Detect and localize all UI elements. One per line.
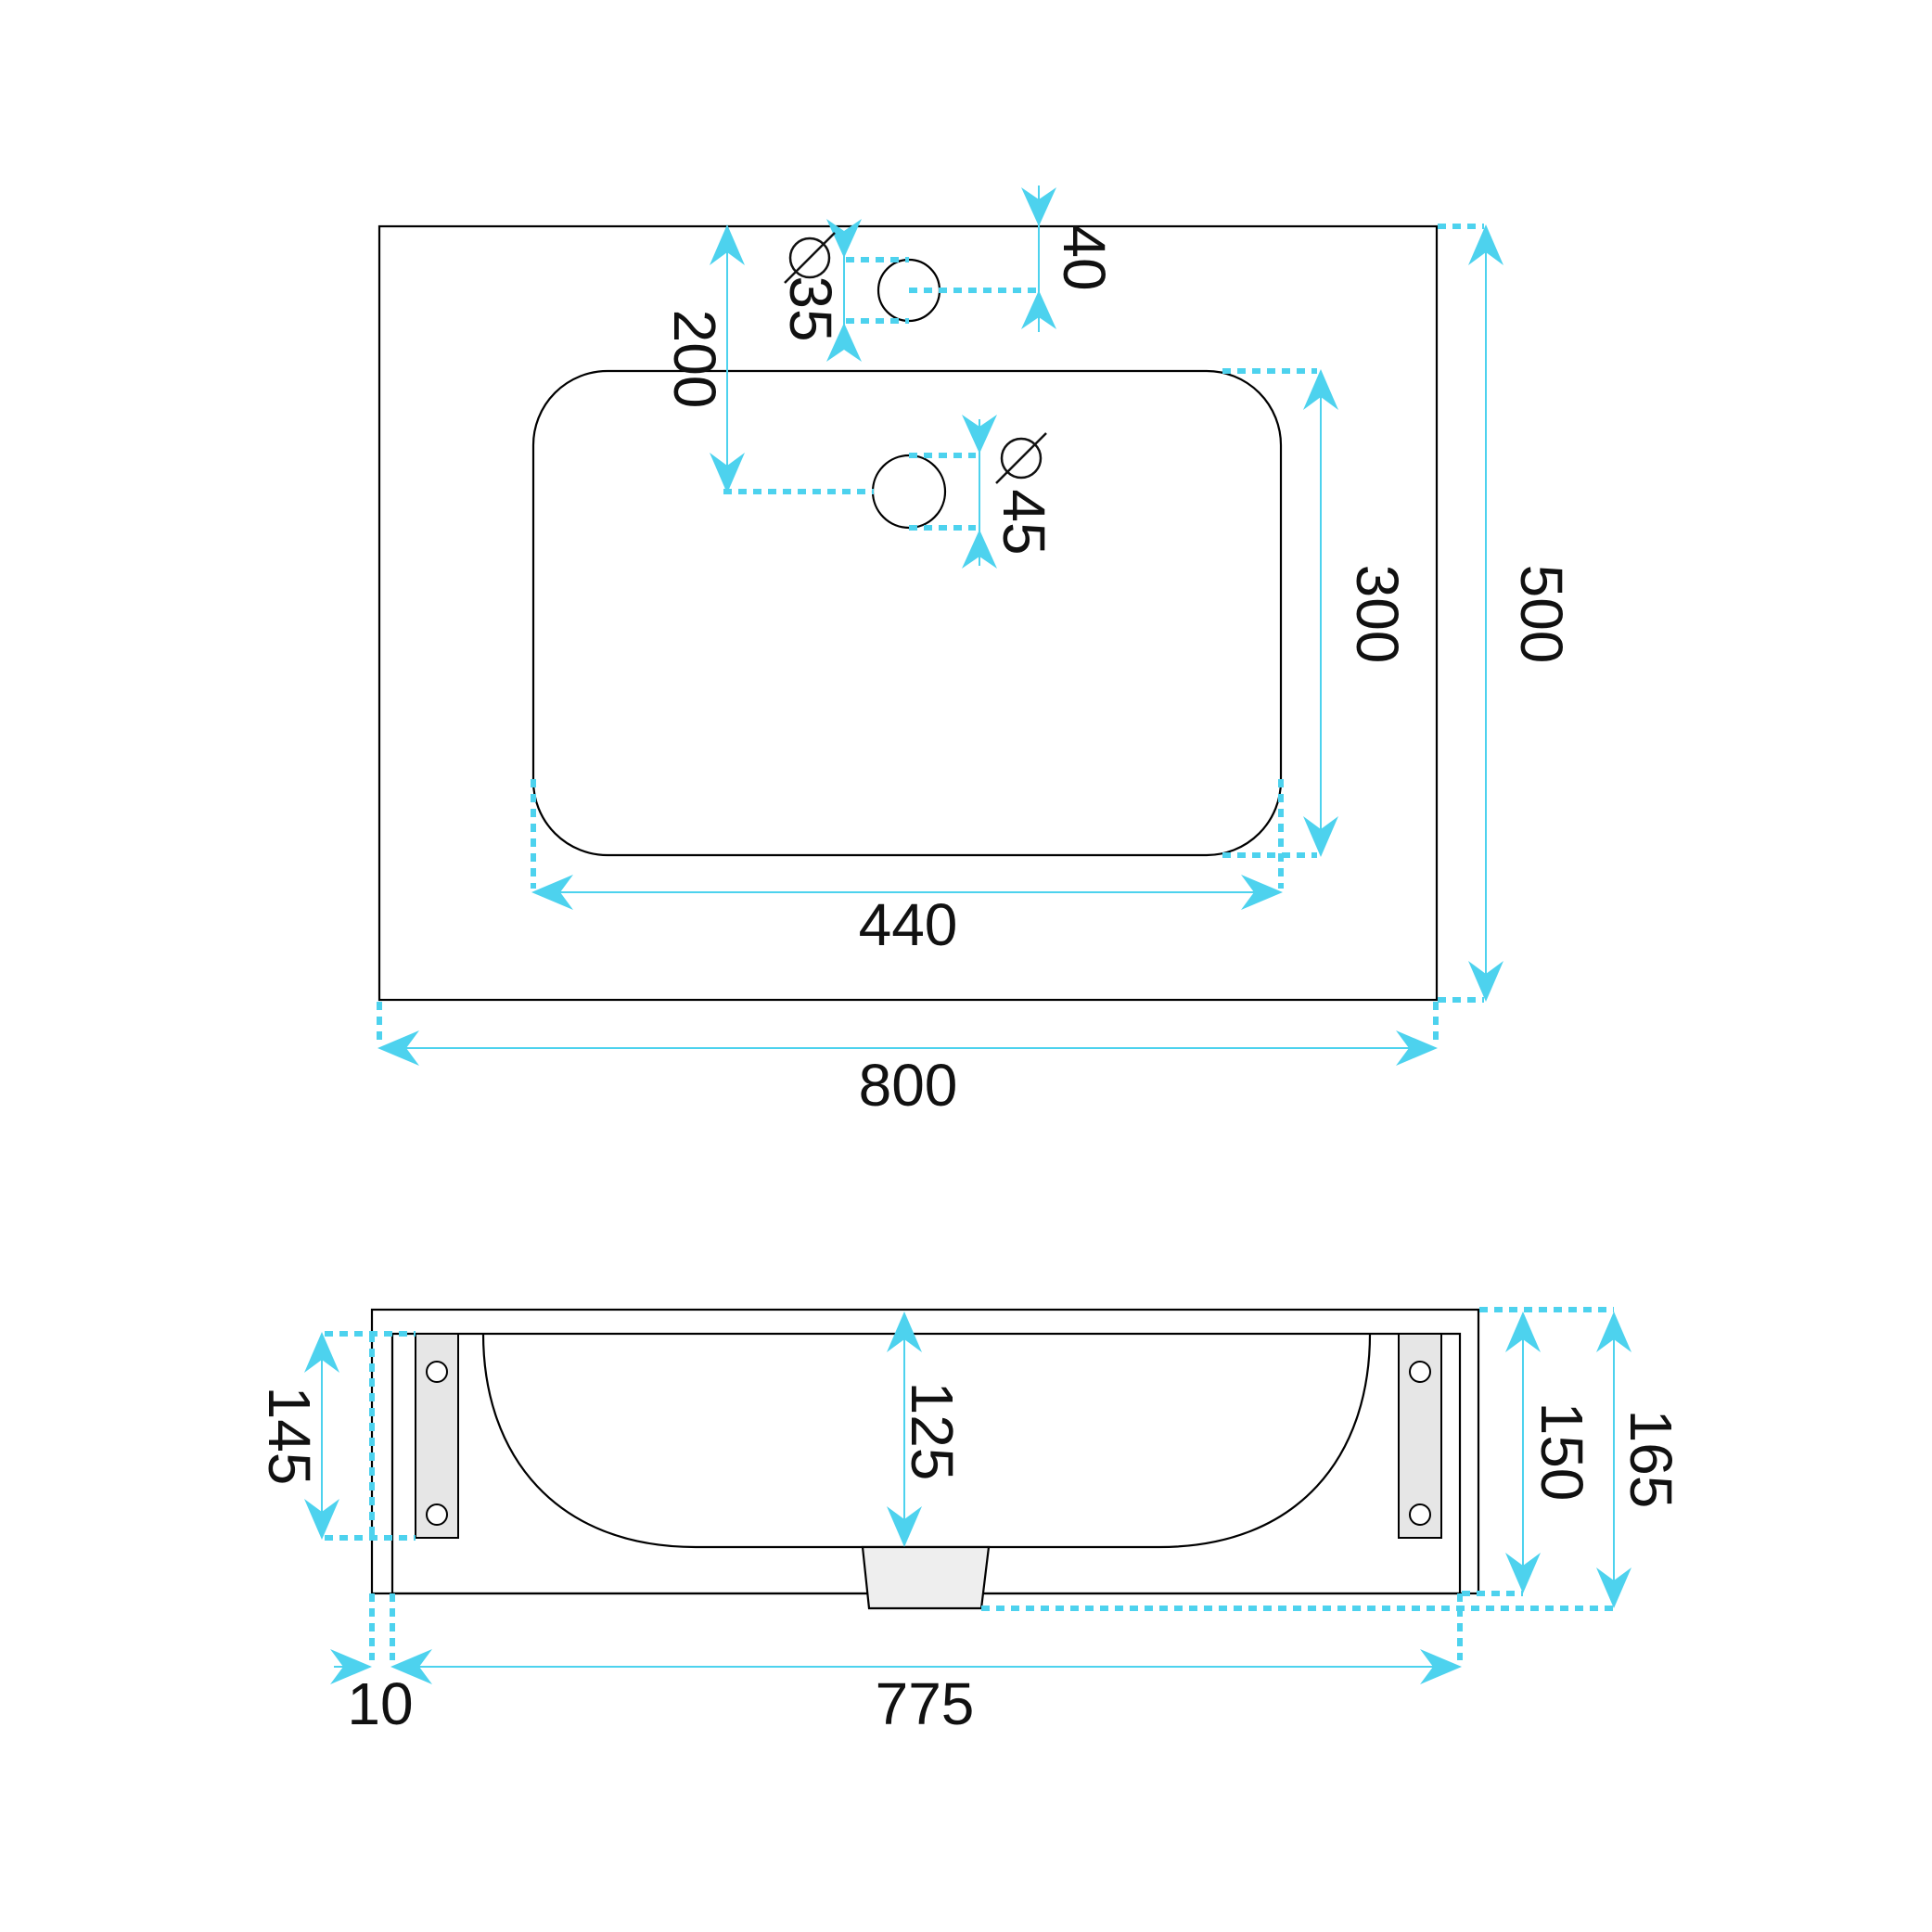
overall-width-label: 800 [859,1052,958,1119]
basin-outline [531,369,1283,857]
countertop-outline [377,224,1439,1002]
profile-margin-label: 10 [347,1670,413,1737]
basin-depth-label: 300 [1344,565,1411,664]
tap-hole-diameter-label: 35 [777,275,844,341]
total-height-label: 165 [1618,1410,1684,1509]
dimension-tap-offset: 200 [661,224,874,494]
drain-outlet [861,1545,991,1610]
dimension-profile-margin: 10 [330,1593,414,1737]
dimension-basin-height: 125 [887,1311,966,1547]
dimension-total-height: 165 [981,1311,1684,1611]
dimension-tap-top-margin: 40 [909,186,1118,332]
dimension-overall-depth: 500 [1438,224,1575,1003]
basin-width-label: 440 [859,891,958,958]
drain-diameter-label: 45 [991,489,1057,555]
basin-height-label: 125 [899,1382,966,1481]
dimension-basin-depth: 300 [1222,368,1411,858]
tap-top-margin-label: 40 [1051,224,1118,290]
body-height-label: 150 [1529,1402,1595,1502]
top-view: 800 500 440 300 [377,186,1575,1119]
tap-offset-label: 200 [661,310,728,409]
mounting-bracket-left [415,1333,459,1539]
dimension-bracket-height: 145 [256,1331,416,1541]
bracket-height-label: 145 [256,1387,323,1486]
profile-width-label: 775 [876,1670,975,1737]
dimension-basin-width: 440 [531,779,1284,958]
dimension-overall-width: 800 [377,1002,1439,1119]
dimension-body-height: 150 [1462,1307,1614,1596]
side-view: 145 125 150 165 [256,1307,1684,1737]
overall-depth-label: 500 [1508,565,1575,664]
diameter-symbol-icon [784,232,836,284]
dimension-drain-diameter: 45 [909,415,1057,569]
dimension-tap-hole-diameter: 35 [777,219,909,362]
diameter-symbol-icon [995,432,1047,484]
drain-hole [871,454,947,530]
mounting-bracket-right [1398,1333,1442,1539]
dimension-profile-width: 775 [390,1593,1463,1737]
